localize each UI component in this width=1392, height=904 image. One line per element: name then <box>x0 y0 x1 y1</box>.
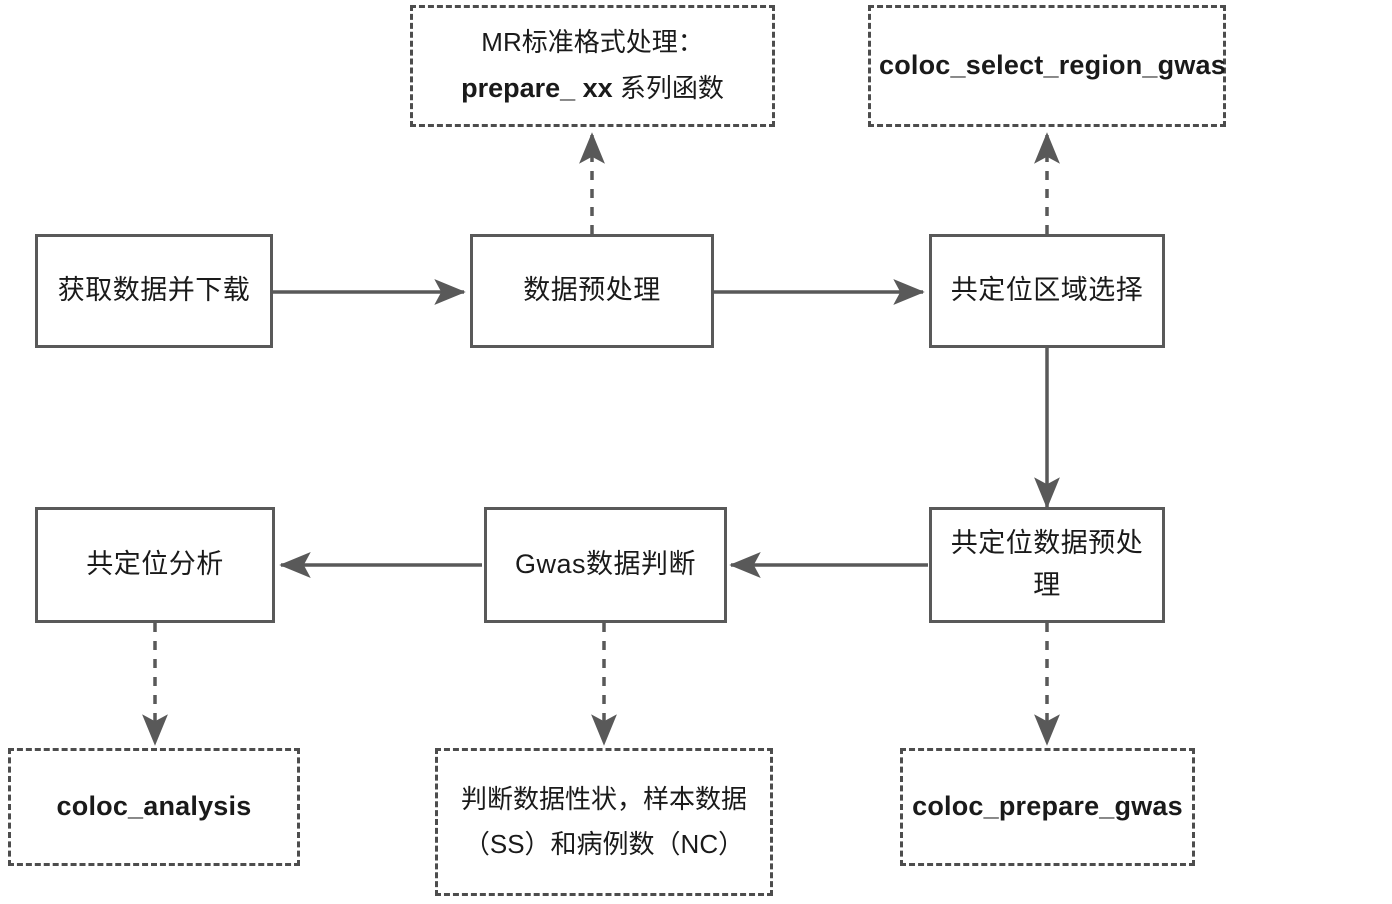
node-coloc-analysis-fn: coloc_analysis <box>8 748 300 866</box>
node-gwas-judge[interactable]: Gwas数据判断 <box>484 507 727 623</box>
node-coloc-analysis-label: 共定位分析 <box>86 549 224 580</box>
node-coloc-analysis[interactable]: 共定位分析 <box>35 507 275 623</box>
node-judge-traits: 判断数据性状，样本数据 （SS）和病例数（NC） <box>435 748 773 896</box>
node-mr-format: MR标准格式处理： prepare_ xx 系列函数 <box>410 5 775 127</box>
node-fetch-download-label: 获取数据并下载 <box>57 275 251 306</box>
node-data-preprocess-label: 数据预处理 <box>523 275 661 306</box>
node-region-select-label: 共定位区域选择 <box>950 275 1144 306</box>
node-mr-format-label: MR标准格式处理： prepare_ xx 系列函数 <box>413 20 772 113</box>
mr-format-line2-rest: 系列函数 <box>612 73 724 104</box>
node-fetch-download[interactable]: 获取数据并下载 <box>35 234 273 348</box>
node-gwas-judge-label: Gwas数据判断 <box>514 549 697 580</box>
node-data-preprocess[interactable]: 数据预处理 <box>470 234 714 348</box>
node-region-select[interactable]: 共定位区域选择 <box>929 234 1165 348</box>
node-coloc-data-preprocess-label: 共定位数据预处理 <box>950 528 1144 600</box>
mr-format-line2-bold: prepare_ xx <box>461 73 613 104</box>
judge-traits-line2: （SS）和病例数（NC） <box>463 829 745 859</box>
node-coloc-analysis-fn-label: coloc_analysis <box>56 791 252 822</box>
node-coloc-prepare-gwas-label: coloc_prepare_gwas <box>912 791 1183 822</box>
node-coloc-select-region-gwas-label: coloc_select_region_gwas <box>879 50 1226 81</box>
node-judge-traits-label: 判断数据性状，样本数据 （SS）和病例数（NC） <box>438 777 770 868</box>
judge-traits-line1: 判断数据性状，样本数据 <box>460 783 747 814</box>
node-coloc-data-preprocess[interactable]: 共定位数据预处理 <box>929 507 1165 623</box>
node-coloc-select-region-gwas: coloc_select_region_gwas <box>868 5 1226 127</box>
node-coloc-prepare-gwas: coloc_prepare_gwas <box>900 748 1195 866</box>
mr-format-line1: MR标准格式处理： <box>481 26 704 57</box>
